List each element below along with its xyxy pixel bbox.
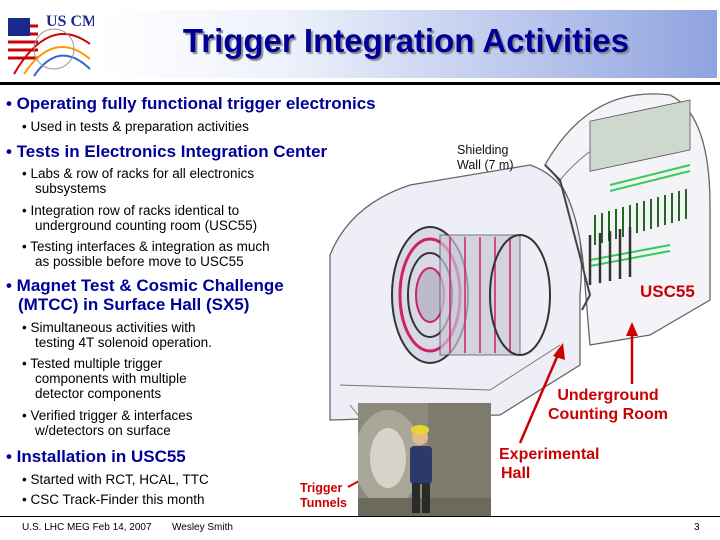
sub-bullet-simultaneous-l1: • Simultaneous activities with — [22, 320, 196, 335]
label-shielding-l2: Wall (7 m) — [457, 158, 514, 172]
usc55-cavern-illustration — [329, 93, 711, 506]
label-hall-l2: Hall — [501, 465, 531, 482]
label-usc55: USC55 — [640, 282, 695, 301]
shielding-wall — [544, 164, 592, 311]
title-divider — [0, 82, 720, 85]
photo-image — [354, 403, 491, 516]
footer-author: Wesley Smith — [172, 522, 233, 533]
us-cms-logo-icon: US CMS — [4, 4, 106, 78]
us-cms-logo: US CMS — [4, 4, 106, 78]
sub-bullet-testing-l1: • Testing interfaces & integration as mu… — [22, 239, 270, 254]
sub-bullet-integration-row-l2: underground counting room (USC55) — [35, 218, 258, 233]
footer-meeting-date: U.S. LHC MEG Feb 14, 2007 — [22, 522, 152, 533]
sub-bullet-tested-l3: detector components — [35, 386, 162, 401]
label-hall-l1: Experimental — [499, 446, 600, 463]
bullet-mtcc-l1: • Magnet Test & Cosmic Challenge — [6, 276, 284, 295]
label-experimental-hall: Experimental Hall — [499, 445, 599, 483]
label-ucr-l1: Underground — [557, 387, 659, 404]
page-title: Trigger Integration Activities — [182, 22, 630, 59]
label-tunnels-l2: Tunnels — [300, 496, 347, 510]
sub-bullet-started-with: • Started with RCT, HCAL, TTC — [22, 472, 209, 487]
bullet-installation: • Installation in USC55 — [6, 447, 186, 466]
sub-bullet-csc-track-finder: • CSC Track-Finder this month — [22, 492, 205, 507]
rack-rows — [588, 99, 691, 285]
label-ucr-l2: Counting Room — [548, 406, 668, 423]
cms-detector — [391, 226, 551, 364]
logo-text: US CMS — [46, 13, 94, 30]
sub-bullet-labs-l2: subsystems — [35, 181, 107, 196]
footer-page-number: 3 — [694, 522, 700, 533]
bullet-electronics-integration: • Tests in Electronics Integration Cente… — [6, 142, 328, 161]
sub-bullet-testing-l2: as possible before move to USC55 — [35, 254, 244, 269]
label-trigger-tunnels: Trigger Tunnels — [300, 481, 347, 511]
footer-divider — [0, 516, 720, 517]
sub-bullet-simultaneous-l2: testing 4T solenoid operation. — [35, 335, 212, 350]
label-shielding-wall: Shielding Wall (7 m) — [457, 143, 513, 173]
bullet-mtcc-l2: (MTCC) in Surface Hall (SX5) — [18, 295, 250, 314]
sub-bullet-labs-l1: • Labs & row of racks for all electronic… — [22, 166, 255, 181]
bullet-operating: • Operating fully functional trigger ele… — [6, 94, 376, 113]
sub-bullet-used-in-tests: • Used in tests & preparation activities — [22, 119, 249, 134]
title-bar-background — [95, 10, 717, 78]
sub-bullet-verified-l2: w/detectors on surface — [35, 423, 171, 438]
label-tunnels-l1: Trigger — [300, 481, 343, 495]
trigger-tunnel-photo — [354, 403, 491, 516]
sub-bullet-verified-l1: • Verified trigger & interfaces — [22, 408, 193, 423]
sub-bullet-integration-row-l1: • Integration row of racks identical to — [22, 203, 240, 218]
sub-bullet-tested-l1: • Tested multiple trigger — [22, 356, 163, 371]
sub-bullet-tested-l2: components with multiple — [35, 371, 187, 386]
label-underground-counting-room: Underground Counting Room — [548, 386, 668, 424]
label-shielding-l1: Shielding — [457, 143, 509, 157]
